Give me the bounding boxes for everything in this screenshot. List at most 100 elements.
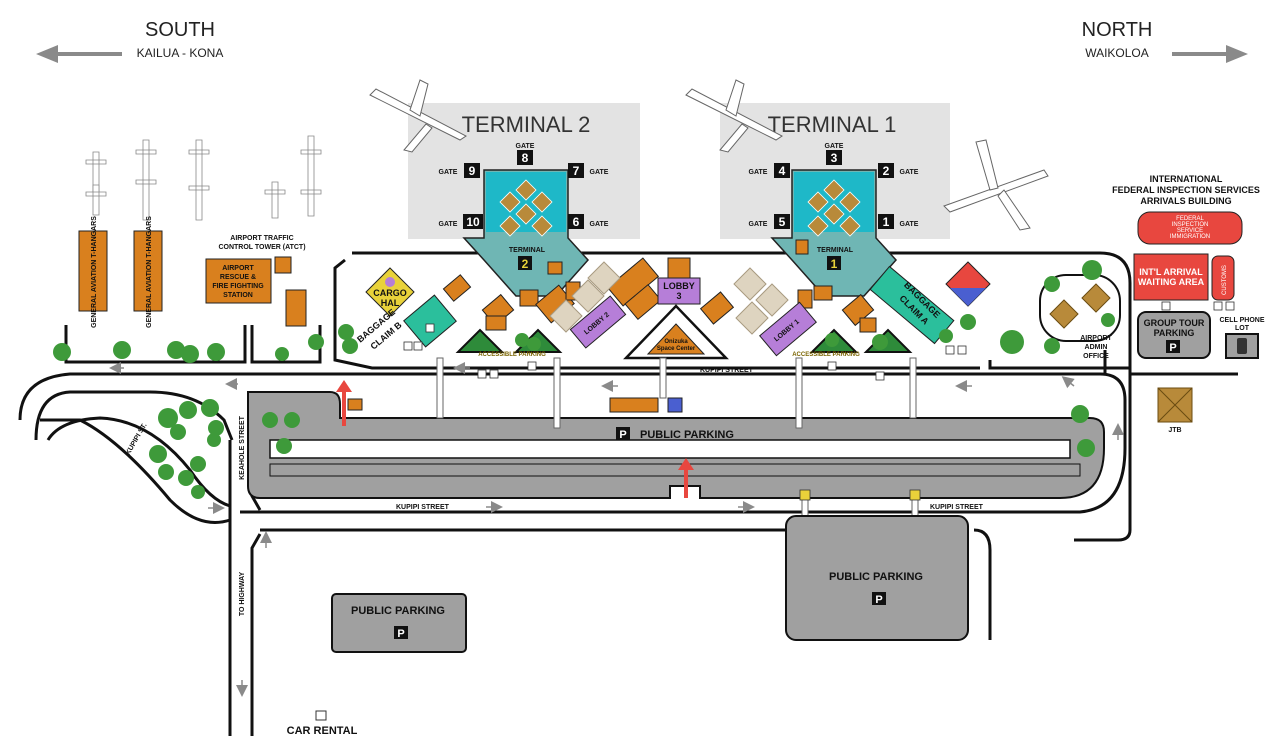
fis-building	[1137, 211, 1243, 245]
terminal-2-title: TERMINAL 2	[462, 112, 591, 137]
small-building	[285, 289, 307, 327]
gate-5[interactable]: GATE 5	[749, 214, 790, 229]
arff-building	[205, 258, 272, 304]
group-tour-label-1: GROUP TOUR	[1144, 318, 1205, 328]
terminal-1-center-label: TERMINAL	[817, 247, 854, 254]
gate-5-number: 5	[779, 215, 786, 229]
restroom-icon	[667, 397, 683, 413]
gate-8-number: 8	[522, 151, 529, 165]
entry-arrow-icon	[336, 380, 352, 426]
airplane-icon	[369, 79, 467, 153]
baggage-claim-b	[403, 294, 457, 348]
gate-3-number: 3	[831, 151, 838, 165]
south-direction: SOUTH KAILUA - KONA	[36, 19, 223, 63]
gate-3[interactable]: GATE 3	[825, 143, 844, 165]
gate-3-word: GATE	[825, 143, 844, 150]
airport-admin-grounds	[1039, 274, 1121, 342]
right-public-parking	[785, 515, 969, 641]
group-tour-p-icon: P	[1169, 342, 1176, 354]
terminal-2-center-label: TERMINAL	[509, 247, 546, 254]
intl-arrival-label-1: INT'L ARRIVAL	[1139, 267, 1203, 277]
intl-arrival-label-2: WAITING AREA	[1138, 277, 1205, 287]
left-parking-p-icon: P	[397, 628, 404, 640]
fis-label-1: FEDERAL	[1176, 216, 1204, 222]
arff-label-4: STATION	[223, 292, 253, 299]
amenity-icons	[403, 301, 1235, 381]
lobby-3-building	[657, 277, 701, 305]
trees	[53, 260, 1115, 499]
atct-label-2: CONTROL TOWER (ATCT)	[218, 244, 305, 251]
gate-6[interactable]: 6 GATE	[568, 214, 609, 229]
airplane-icon	[685, 79, 783, 153]
gate-4[interactable]: GATE 4	[749, 163, 790, 178]
gate-2-number: 2	[883, 164, 890, 178]
terminal-1-orange-buildings	[699, 239, 877, 333]
pedestrian-icons	[799, 489, 921, 501]
gate-5-word: GATE	[749, 221, 768, 228]
to-highway-label: TO HIGHWAY	[239, 571, 246, 616]
west-arrow-icon	[36, 45, 122, 63]
customs-building	[1211, 255, 1235, 301]
gate-10[interactable]: GATE 10	[439, 214, 483, 229]
group-tour-parking	[1137, 311, 1211, 359]
accessible-parking-t1: ACCESSIBLE PARKING	[792, 328, 913, 358]
accessible-parking-t2: ACCESSIBLE PARKING	[455, 328, 563, 358]
fis-label-4: IMMIGRATION	[1170, 234, 1210, 240]
gate-10-word: GATE	[439, 221, 458, 228]
gate-9[interactable]: GATE 9	[439, 163, 480, 178]
onizuka-area-outline	[623, 304, 729, 360]
central-parking-p-icon: P	[619, 429, 626, 441]
intl-arrival-waiting-area	[1133, 253, 1209, 301]
north-direction: NORTH WAIKOLOA	[1082, 19, 1248, 63]
gate-7-word: GATE	[590, 169, 609, 176]
cargo-label-2: HAL	[381, 298, 400, 308]
kupipi-street-bottom-right-label: KUPIPI STREET	[930, 504, 984, 511]
customs-label: CUSTOMS	[1222, 265, 1228, 295]
terminal-1-number: 1	[831, 257, 838, 271]
south-sub-label: KAILUA - KONA	[137, 46, 224, 60]
lobby-3-label-2: 3	[676, 291, 681, 301]
cargo-label-1: CARGO	[373, 288, 407, 298]
hangar-a-label: GENERAL AVIATION T-HANGARS	[91, 216, 98, 328]
atct-label-1: AIRPORT TRAFFIC	[230, 235, 293, 242]
small-aircraft-group	[85, 135, 322, 221]
gate-2[interactable]: 2 GATE	[878, 163, 919, 178]
general-aviation-hangar-b	[133, 230, 163, 312]
gate-8[interactable]: GATE 8	[516, 143, 535, 165]
lobby-3-label-1: LOBBY	[663, 281, 695, 291]
accessible-parking-label-t1: ACCESSIBLE PARKING	[792, 352, 860, 358]
keahole-street-label: KEAHOLE STREET	[239, 415, 246, 480]
east-arrow-icon	[1172, 45, 1248, 63]
gate-4-word: GATE	[749, 169, 768, 176]
lobby-2-building	[569, 295, 627, 349]
right-parking-label: PUBLIC PARKING	[829, 571, 923, 583]
car-rental-label: CAR RENTAL	[287, 725, 358, 737]
gate-1[interactable]: 1 GATE	[878, 214, 919, 229]
lobby-2-roofs	[549, 261, 621, 333]
lobby-1-building	[759, 301, 817, 357]
gate-2-word: GATE	[900, 169, 919, 176]
admin-label-3: OFFICE	[1083, 353, 1109, 360]
kupipi-street-bottom-left-label: KUPIPI STREET	[396, 504, 450, 511]
airport-admin-roofs	[1049, 283, 1111, 329]
accessible-parking-label-t2: ACCESSIBLE PARKING	[478, 352, 546, 358]
terminal-2-orange-buildings	[442, 257, 662, 331]
atct-building	[274, 256, 292, 274]
north-sub-label: WAIKOLOA	[1085, 46, 1149, 60]
arff-label-3: FIRE FIGHTING	[212, 283, 264, 290]
gate-1-word: GATE	[900, 221, 919, 228]
hangar-b-label: GENERAL AVIATION T-HANGARS	[146, 216, 153, 328]
kupipi-street-top-label: KUPIPI STREET	[700, 367, 754, 374]
traffic-arrows	[109, 362, 1124, 697]
left-public-parking	[331, 593, 467, 653]
lobby-3-orange	[667, 257, 691, 279]
admin-label-2: ADMIN	[1085, 344, 1108, 351]
left-parking-label: PUBLIC PARKING	[351, 605, 445, 617]
gate-9-word: GATE	[439, 169, 458, 176]
fis-title-2: FEDERAL INSPECTION SERVICES	[1112, 185, 1260, 195]
gate-7[interactable]: 7 GATE	[568, 163, 609, 178]
parking-aisle	[269, 439, 1071, 459]
gate-6-word: GATE	[590, 221, 609, 228]
gate-9-number: 9	[469, 164, 476, 178]
